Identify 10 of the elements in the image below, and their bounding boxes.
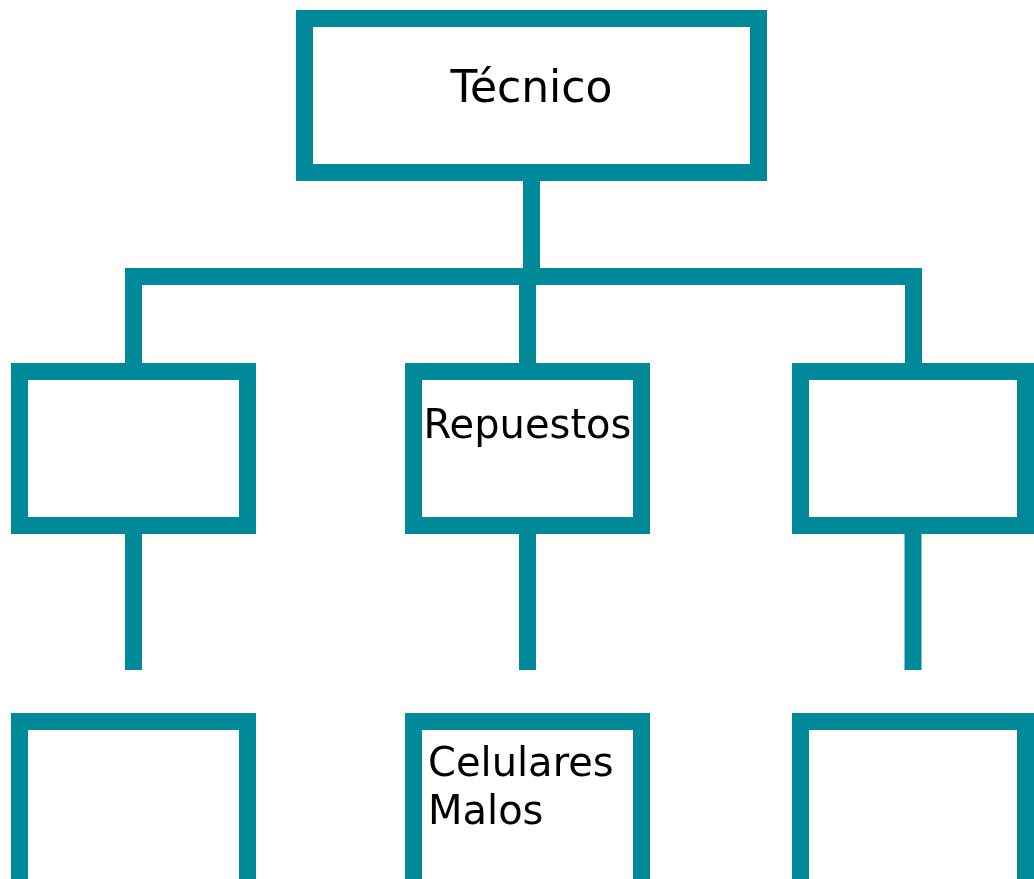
empty-box	[11, 363, 256, 534]
box-label: Técnico	[449, 61, 614, 114]
org-box	[296, 10, 767, 181]
org-box	[405, 363, 650, 534]
empty-box	[11, 713, 256, 879]
org-box	[405, 713, 650, 879]
box-label: Celulares Malos	[428, 738, 615, 834]
box-label: Repuestos	[422, 400, 633, 448]
empty-box	[792, 713, 1034, 879]
empty-box	[792, 363, 1034, 534]
